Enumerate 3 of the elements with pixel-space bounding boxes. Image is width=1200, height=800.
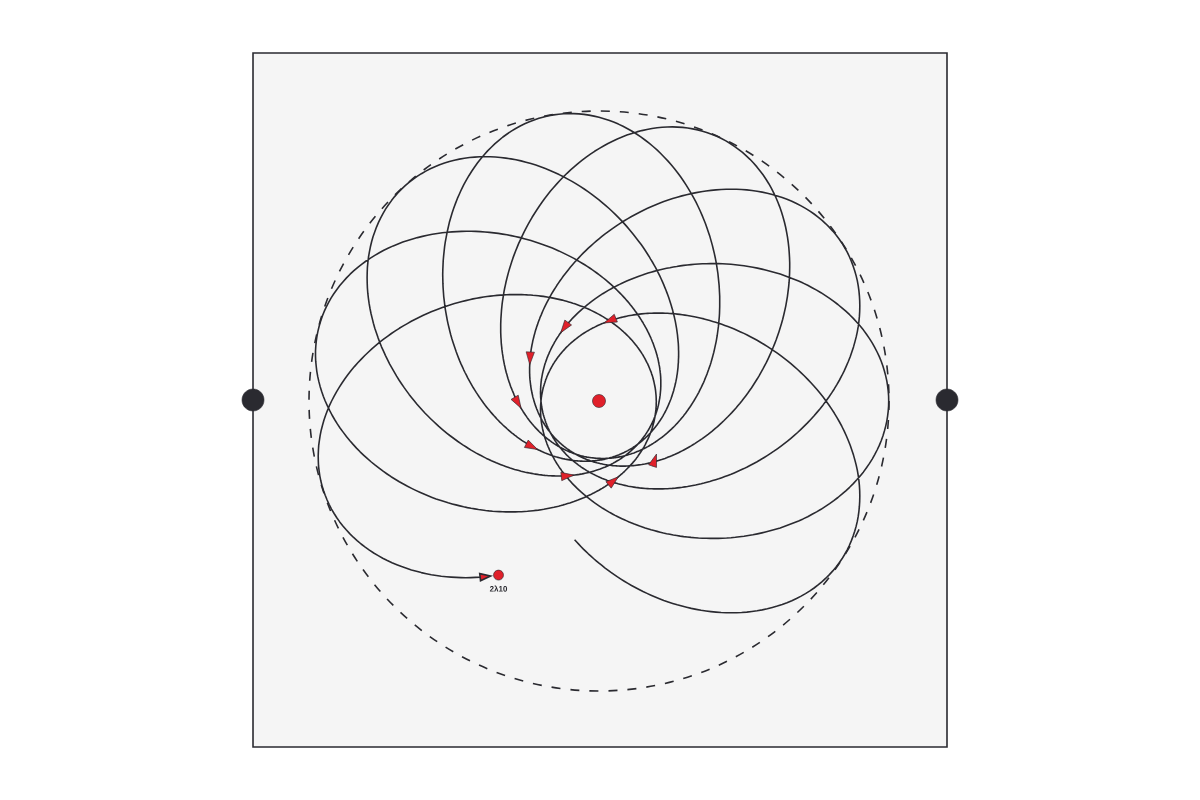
connector-dot [241,388,265,412]
value-label: 2λ10 [489,585,508,592]
connector-dot [935,388,959,412]
